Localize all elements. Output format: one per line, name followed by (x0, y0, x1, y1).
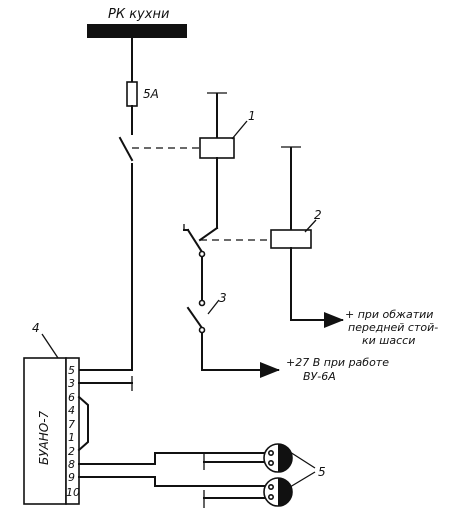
relay2-coil (270, 229, 312, 249)
pin-10: 10 (66, 486, 80, 499)
fuse (126, 81, 138, 107)
fuse-label: 5А (143, 87, 159, 101)
unit4-leader (41, 333, 59, 359)
pin-5: 5 (68, 364, 75, 377)
chassis-note-line3: ки шасси (362, 334, 415, 347)
switch3-terminal-bottom (198, 326, 206, 334)
pin-7: 7 (68, 418, 75, 431)
lamp1-pin-a (267, 449, 274, 456)
lamp1-shade (278, 444, 292, 472)
pin-1: 1 (68, 431, 75, 444)
switch3-leader (207, 299, 220, 315)
relay1-to-contact-wire (198, 226, 219, 242)
pin-8: 8 (68, 458, 75, 471)
chassis-note-line2: передней стой- (348, 321, 438, 334)
lamp2-shade (278, 478, 292, 506)
lamps-number: 5 (318, 465, 326, 479)
relay2-contact (186, 228, 204, 254)
pin-4: 4 (68, 404, 75, 417)
relay1-leader (231, 120, 248, 140)
switch3-terminal-top (198, 299, 206, 307)
bus-bar (87, 24, 187, 38)
power-note-line2: ВУ-6А (303, 370, 336, 383)
relay1-coil (199, 137, 235, 159)
unit-buano-name: БУАНО-7 (37, 410, 51, 465)
unit-buano-terminal-strip (65, 357, 80, 505)
bus-label: РК кухни (108, 7, 169, 22)
lamps-leader-1 (289, 451, 316, 469)
switch3-contact (186, 306, 204, 330)
switch3-number: 3 (219, 291, 227, 305)
lamp1-pin-b (267, 459, 274, 466)
lamps-leader-2 (289, 471, 316, 488)
relay1-number: 1 (248, 109, 256, 123)
relay1-contact (118, 136, 134, 162)
lamp2-pin-b (267, 493, 274, 500)
pin-3: 3 (68, 377, 75, 390)
pin-9: 9 (68, 471, 75, 484)
relay2-contact-terminal (198, 250, 206, 258)
unit4-number: 4 (32, 321, 40, 335)
pin-6: 6 (68, 391, 75, 404)
lamp2-pin-a (267, 483, 274, 490)
power-note-line1: +27 В при работе (286, 356, 389, 369)
relay2-number: 2 (314, 208, 322, 222)
relay2-leader (304, 219, 317, 233)
pin-2: 2 (68, 445, 75, 458)
chassis-note-line1: + при обжатии (345, 308, 433, 321)
pin6-pin2-jumper (77, 395, 89, 452)
